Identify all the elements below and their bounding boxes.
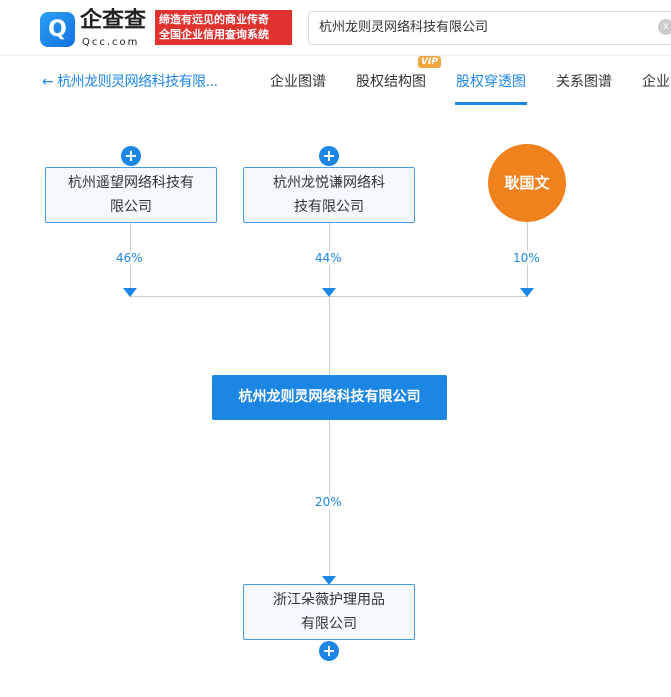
expand-plus-icon[interactable]: + bbox=[121, 146, 141, 166]
tab-enterprise[interactable]: 企业 bbox=[642, 74, 670, 90]
header bbox=[0, 0, 671, 56]
back-label: 杭州龙则灵网络科技有限... bbox=[57, 74, 218, 90]
node-label: 有限公司 bbox=[301, 616, 357, 632]
expand-plus-icon[interactable]: + bbox=[319, 641, 339, 661]
node-label: 杭州龙悦谦网络科 bbox=[273, 175, 385, 191]
arrow-down-icon bbox=[322, 288, 336, 297]
node-label: 杭州遥望网络科技有 bbox=[68, 175, 194, 191]
tab-equity-penetration[interactable]: 股权穿透图 bbox=[456, 74, 526, 90]
arrow-down-icon bbox=[322, 576, 336, 585]
arrow-down-icon bbox=[520, 288, 534, 297]
clear-icon[interactable]: x bbox=[658, 19, 671, 35]
expand-plus-icon[interactable]: + bbox=[319, 146, 339, 166]
arrow-down-icon bbox=[123, 288, 137, 297]
back-link[interactable]: ← 杭州龙则灵网络科技有限... bbox=[42, 73, 218, 91]
shareholder-node[interactable]: 杭州龙悦谦网络科技有限公司 bbox=[243, 167, 415, 223]
search-input[interactable]: 杭州龙则灵网络科技有限公司 bbox=[308, 11, 671, 45]
node-label: 浙江朵薇护理用品 bbox=[273, 592, 385, 608]
share-percent: 10% bbox=[513, 251, 540, 265]
vip-badge: VIP bbox=[418, 56, 441, 68]
center-company-node[interactable]: 杭州龙则灵网络科技有限公司 bbox=[212, 375, 447, 420]
logo-icon[interactable]: Q bbox=[40, 12, 75, 47]
share-percent: 20% bbox=[315, 495, 342, 509]
person-node[interactable]: 耿国文 bbox=[488, 144, 566, 222]
share-percent: 46% bbox=[116, 251, 143, 265]
investment-node[interactable]: 浙江朵薇护理用品有限公司 bbox=[243, 584, 415, 640]
tab-enterprise-graph[interactable]: 企业图谱 bbox=[270, 74, 326, 90]
slogan: 缔造有远见的商业传奇全国企业信用查询系统 bbox=[155, 10, 292, 45]
active-tab-indicator bbox=[455, 102, 527, 105]
slogan-line: 全国企业信用查询系统 bbox=[159, 28, 269, 41]
logo-domain: Qcc.com bbox=[82, 37, 140, 48]
node-label: 技有限公司 bbox=[294, 199, 364, 215]
node-label: 限公司 bbox=[110, 199, 152, 215]
tab-equity-structure[interactable]: 股权结构图 bbox=[356, 74, 426, 90]
share-percent: 44% bbox=[315, 251, 342, 265]
slogan-line: 缔造有远见的商业传奇 bbox=[159, 13, 269, 26]
shareholder-node[interactable]: 杭州遥望网络科技有限公司 bbox=[45, 167, 217, 223]
back-arrow-icon: ← bbox=[42, 74, 58, 90]
logo-name[interactable]: 企查查 bbox=[80, 8, 147, 33]
connector-line bbox=[329, 296, 330, 376]
tab-relationship-graph[interactable]: 关系图谱 bbox=[556, 74, 612, 90]
